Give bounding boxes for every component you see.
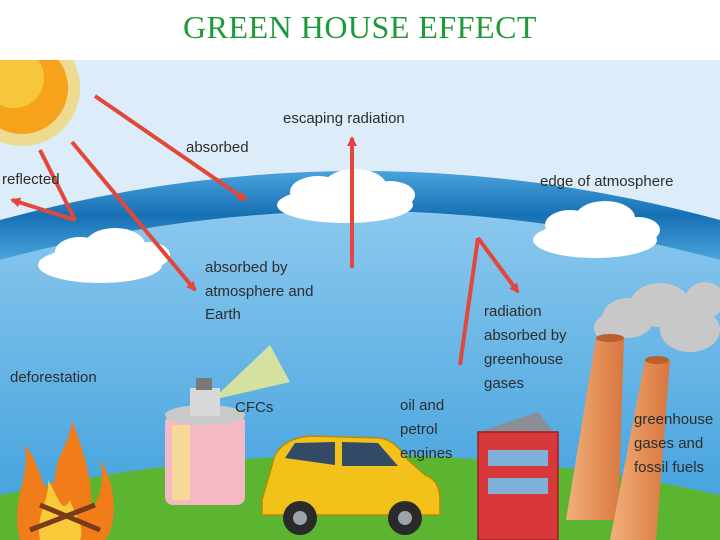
label-oil-engines: oil and petrol engines: [400, 397, 453, 462]
absorbed-arrow: [93, 94, 248, 202]
sun-ray-arrow: [70, 140, 197, 292]
incoming-ray-arrow: [38, 149, 77, 221]
label-absorbed-by-atmosphere: absorbed by atmosphere and Earth: [205, 259, 318, 323]
upward-radiation-arrow: [458, 237, 480, 366]
label-escaping-radiation: escaping radiation: [283, 110, 405, 127]
label-radiation-absorbed: radiation absorbed by greenhouse gases: [484, 303, 571, 392]
chimney-icon: [566, 334, 670, 540]
cloud-icon: [277, 169, 415, 223]
car-icon: [261, 435, 441, 535]
sun-icon: [0, 60, 80, 146]
trapped-radiation-arrow: [476, 236, 520, 294]
reflected-arrow: [10, 197, 76, 222]
factory-icon: [477, 412, 559, 540]
label-absorbed: absorbed: [186, 139, 249, 156]
spray-can-icon: [165, 345, 290, 505]
fire-icon: [17, 420, 114, 540]
label-cfcs: CFCs: [235, 399, 273, 416]
atmosphere-band: [0, 171, 720, 260]
label-edge-of-atmosphere: edge of atmosphere: [540, 173, 673, 190]
label-reflected: reflected: [2, 171, 60, 188]
greenhouse-diagram: escaping radiation absorbed reflected ed…: [0, 60, 720, 540]
page-title: GREEN HOUSE EFFECT: [183, 9, 537, 45]
cloud-icon: [533, 201, 660, 258]
label-greenhouse-fuels: greenhouse gases and fossil fuels: [634, 411, 717, 476]
label-deforestation: deforestation: [10, 369, 97, 386]
